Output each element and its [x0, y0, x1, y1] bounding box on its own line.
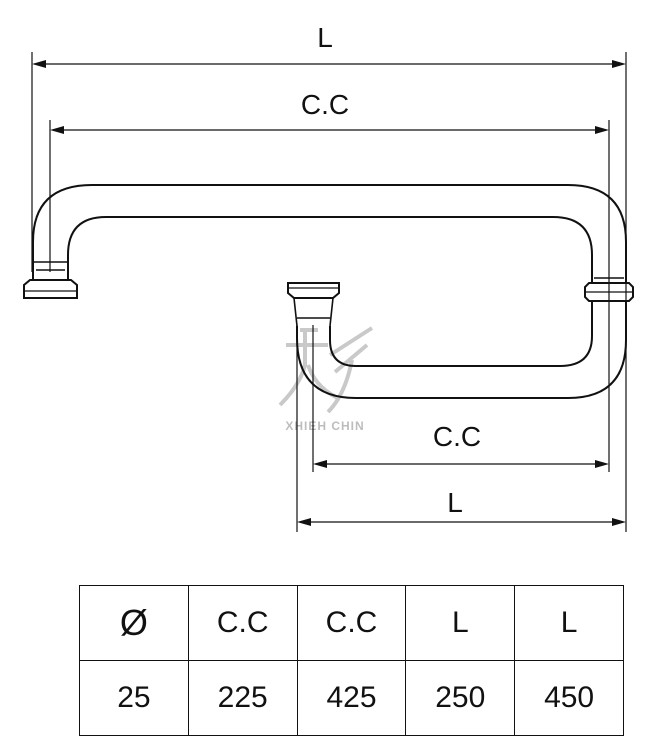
table-value-row: 25 225 425 250 450 — [79, 660, 624, 736]
dimension-lines — [31, 52, 627, 532]
bottom-overall-length-label: L — [447, 487, 463, 518]
large-handle — [32, 184, 627, 282]
center-distance-header-cell: C.C — [187, 585, 298, 661]
length-header-cell: L — [514, 585, 624, 661]
length-value-cell: 250 — [405, 660, 516, 736]
handle-dimension-drawing: XHIEH CHIN L C.C C.C L — [23, 22, 634, 532]
table-header-row: Ø C.C C.C L L — [79, 585, 624, 661]
large-handle-left-foot — [23, 279, 78, 299]
length-value-cell: 450 — [514, 660, 624, 736]
large-handle-right-collar — [584, 277, 634, 302]
center-distance-header-cell: C.C — [296, 585, 407, 661]
dimension-spec-table: Ø C.C C.C L L 25 225 425 250 450 — [79, 585, 624, 736]
center-distance-value-cell: 425 — [296, 660, 407, 736]
center-distance-value-cell: 225 — [187, 660, 298, 736]
length-header-cell: L — [405, 585, 516, 661]
dimension-arrows — [32, 60, 626, 526]
watermark-logo — [278, 326, 374, 414]
top-overall-length-label: L — [317, 22, 333, 53]
diameter-header-cell: Ø — [79, 585, 189, 661]
diameter-value-cell: 25 — [79, 660, 189, 736]
bottom-center-distance-label: C.C — [433, 421, 481, 452]
small-handle-cap — [287, 282, 340, 327]
top-center-distance-label: C.C — [301, 89, 349, 120]
small-handle — [296, 301, 627, 399]
watermark-text: XHIEH CHIN — [285, 419, 364, 433]
